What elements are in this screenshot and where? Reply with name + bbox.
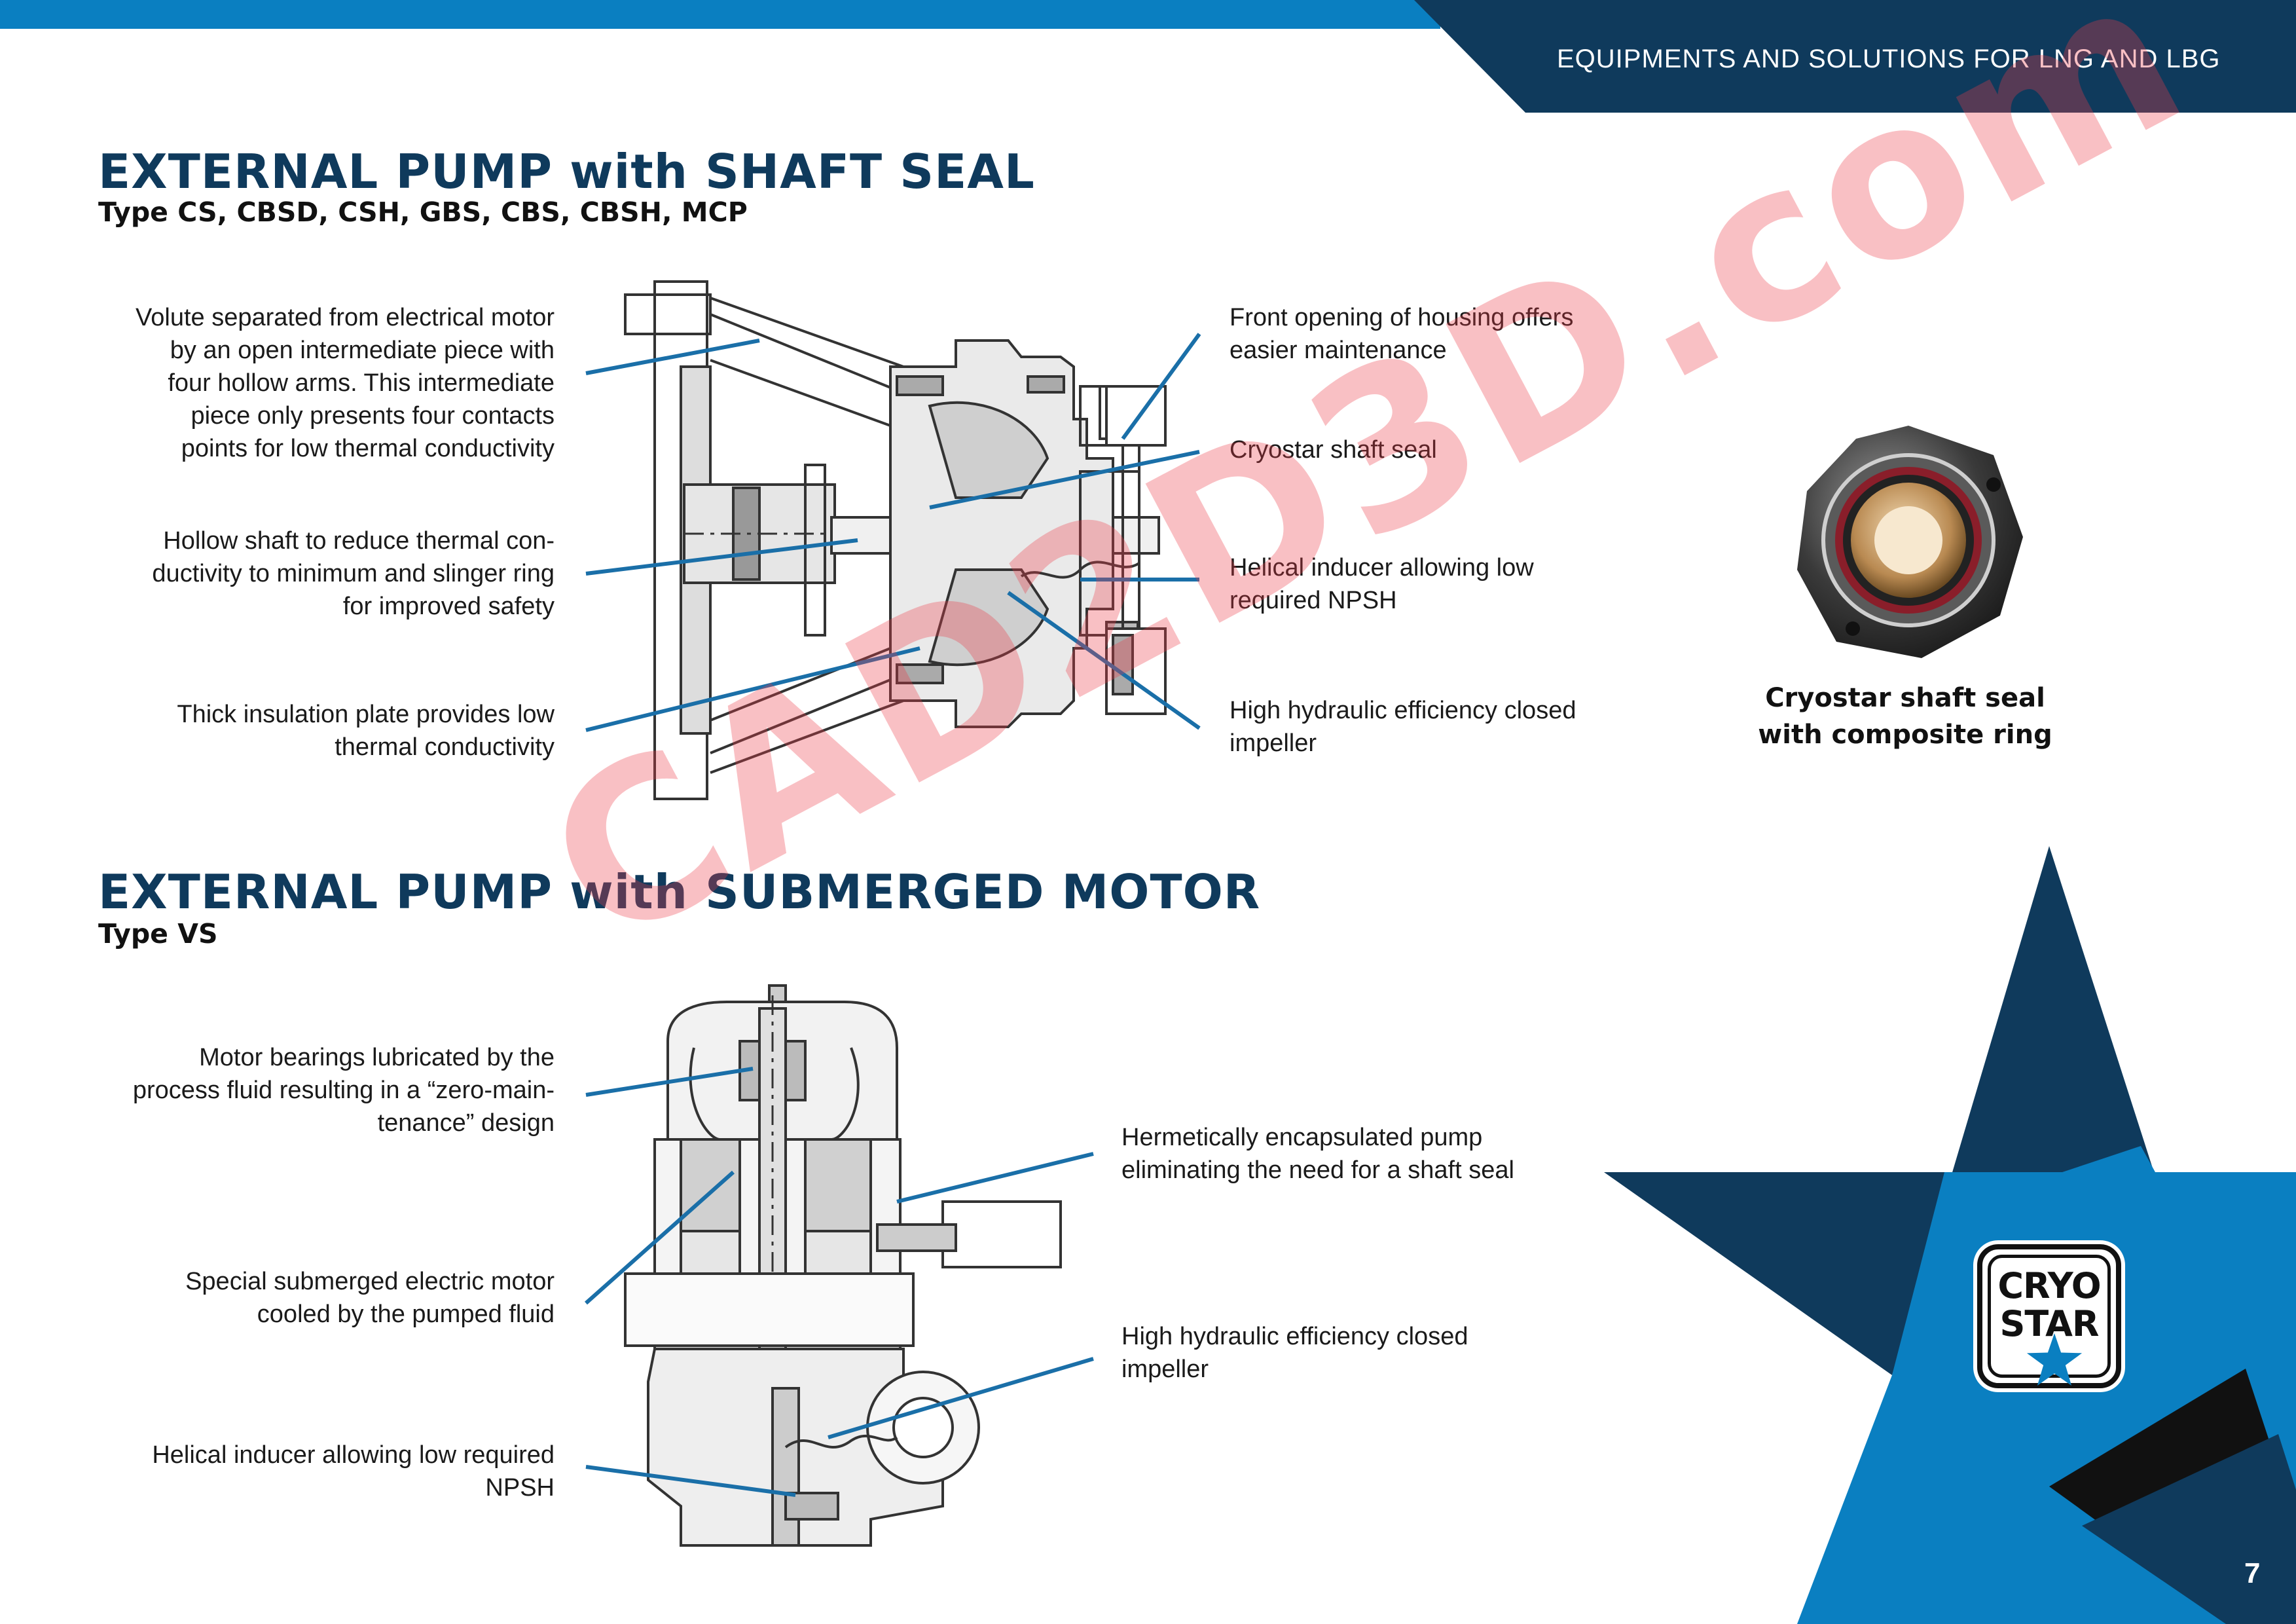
shaft-seal-photo bbox=[1797, 426, 2023, 658]
logo-line1: CRYO bbox=[1997, 1265, 2101, 1306]
section1-subtitle: Type CS, CBSD, CSH, GBS, CBS, CBSH, MCP bbox=[98, 196, 748, 228]
cryostar-logo: CRYO STAR bbox=[1977, 1244, 2121, 1388]
section2-subtitle: Type VS bbox=[98, 918, 218, 950]
label-motor-bearings: Motor bearings lubricated by the process… bbox=[132, 1044, 555, 1137]
label-submerged-motor: Special submerged electric motor cooled … bbox=[185, 1268, 555, 1328]
section1-title: EXTERNAL PUMP with SHAFT SEAL bbox=[98, 144, 1035, 199]
header-title: EQUIPMENTS AND SOLUTIONS FOR LNG AND LBG bbox=[1557, 45, 2221, 73]
logo-star-icon bbox=[2026, 1333, 2083, 1386]
page-number: 7 bbox=[2244, 1557, 2261, 1589]
label-hermetic-pump: Hermetically encapsulated pump eliminati… bbox=[1121, 1124, 1514, 1184]
seal-photo-caption: Cryostar shaft seal with composite ring bbox=[1758, 683, 2052, 750]
label-hollow-shaft: Hollow shaft to reduce thermal con- duct… bbox=[152, 527, 555, 620]
label-insulation-plate: Thick insulation plate provides low ther… bbox=[177, 701, 555, 761]
label-front-opening: Front opening of housing offers easier m… bbox=[1230, 304, 1574, 364]
label-closed-impeller: High hydraulic efficiency closed impelle… bbox=[1230, 697, 1576, 757]
label-volute: Volute separated from electrical motor b… bbox=[136, 304, 555, 462]
logo-line2: STAR bbox=[1999, 1303, 2100, 1344]
label-closed-impeller-vs: High hydraulic efficiency closed impelle… bbox=[1121, 1323, 1468, 1383]
label-helical-inducer-vs: Helical inducer allowing low required NP… bbox=[152, 1441, 555, 1502]
label-helical-inducer: Helical inducer allowing low required NP… bbox=[1230, 554, 1534, 614]
label-cryostar-shaft-seal: Cryostar shaft seal bbox=[1230, 436, 1437, 464]
header-band bbox=[0, 0, 2296, 113]
section2-title: EXTERNAL PUMP with SUBMERGED MOTOR bbox=[98, 864, 1261, 919]
